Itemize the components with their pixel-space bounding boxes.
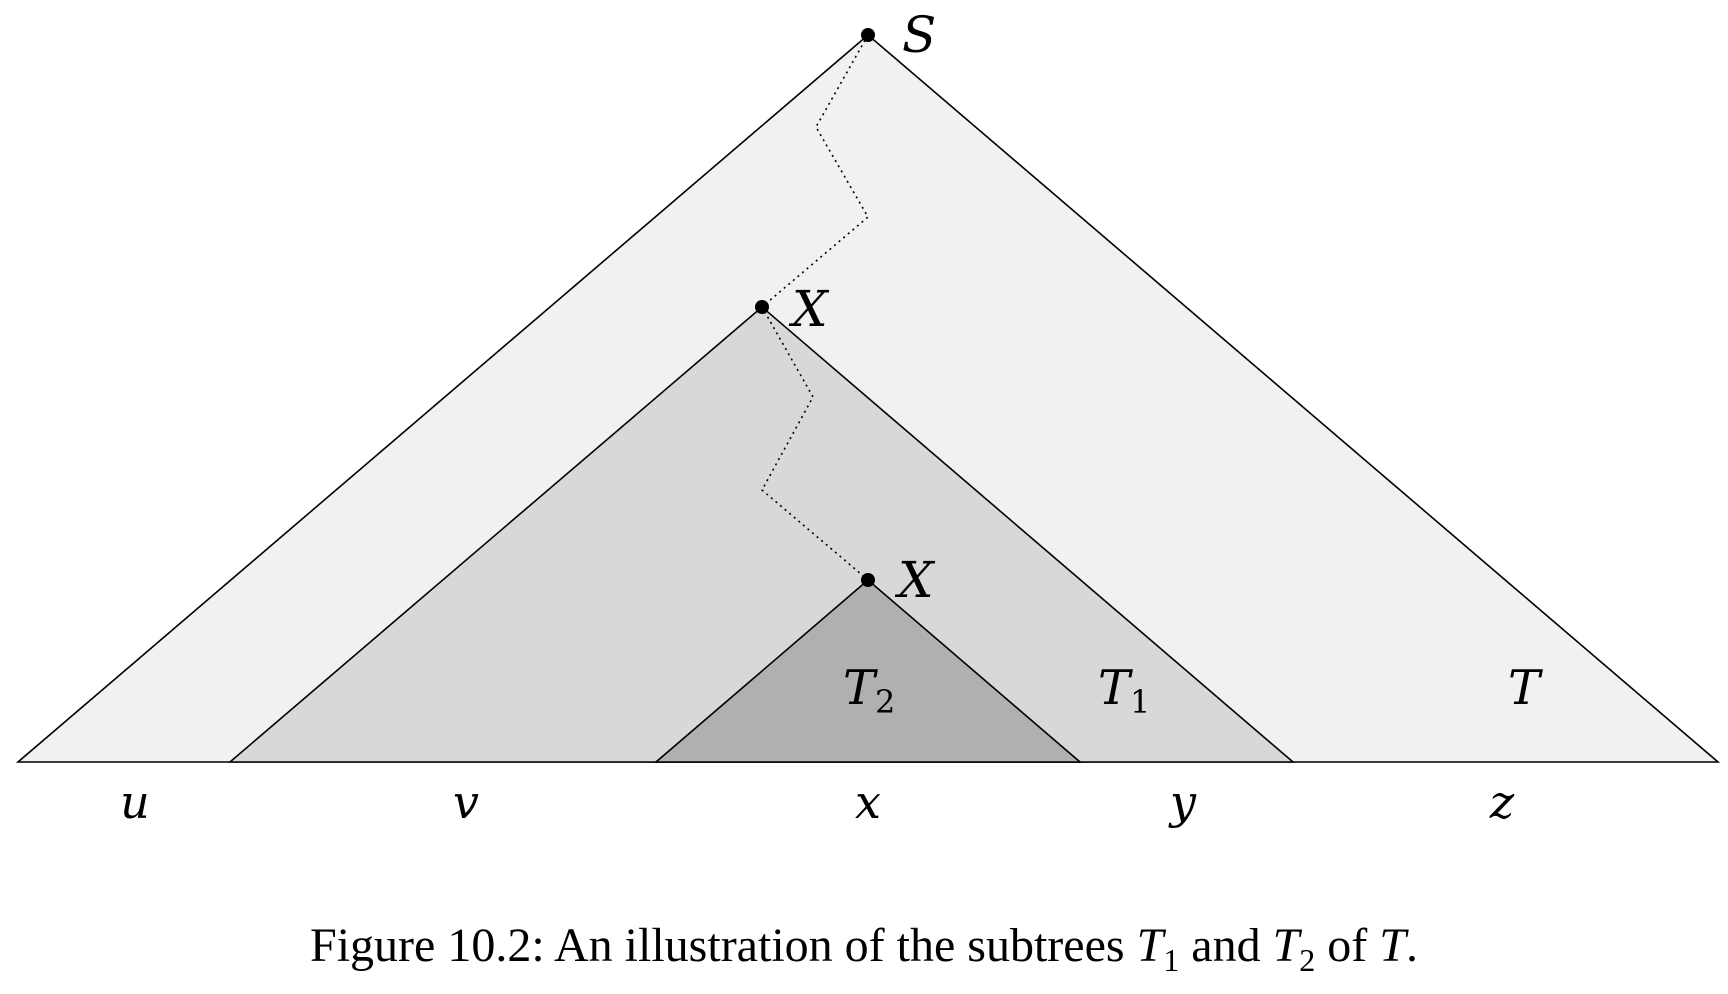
inner-tree-name: T [843, 660, 878, 716]
caption-t1-subscript: 1 [1163, 942, 1180, 978]
outer-tree-name: T [1508, 660, 1543, 716]
upper-x-node-dot [755, 300, 769, 314]
leaf-label-u: u [120, 775, 150, 829]
root-node-label: S [902, 6, 936, 64]
caption-t2-subscript: 2 [1299, 942, 1316, 978]
caption-of: of [1315, 919, 1380, 972]
caption-t-name: T [1379, 919, 1406, 972]
figure-caption: Figure 10.2: An illustration of the subt… [0, 918, 1728, 976]
leaf-label-z: z [1489, 775, 1515, 829]
caption-and: and [1179, 919, 1273, 972]
outer-tree-label: T [1508, 660, 1543, 716]
middle-tree-subscript: 1 [1130, 683, 1150, 721]
lower-x-node-dot [861, 573, 875, 587]
caption-end: . [1405, 919, 1418, 972]
caption-t1-name: T [1136, 919, 1164, 972]
caption-t2-name: T [1272, 919, 1300, 972]
caption-prefix: Figure 10.2: An illustration of the subt… [310, 919, 1137, 972]
middle-tree-name: T [1098, 660, 1133, 716]
middle-tree-label: T1 [1098, 660, 1150, 721]
leaf-label-x: x [855, 775, 881, 829]
lower-x-node-label: X [894, 551, 936, 609]
inner-tree-triangle [653, 578, 1083, 763]
inner-tree-subscript: 2 [875, 683, 895, 721]
leaf-label-v: v [453, 775, 479, 829]
inner-tree-label: T2 [843, 660, 895, 721]
root-node-dot [861, 28, 875, 42]
upper-x-node-label: X [788, 280, 830, 338]
leaf-label-y: y [1168, 775, 1197, 829]
